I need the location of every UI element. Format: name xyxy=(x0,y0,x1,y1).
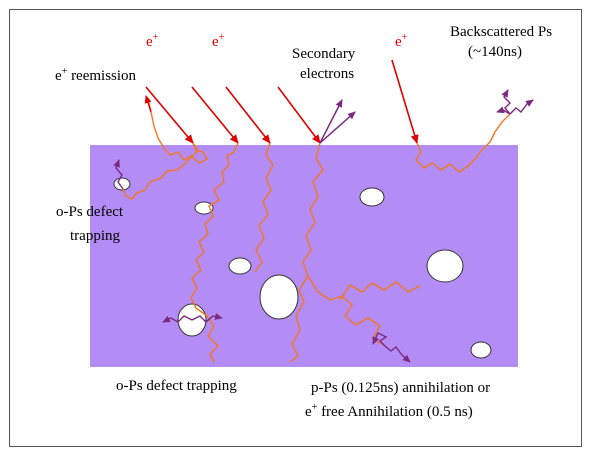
svg-text:e+: e+ xyxy=(395,32,408,50)
positron-track xyxy=(254,142,274,273)
photon-wave xyxy=(191,313,223,323)
incident-arrow xyxy=(277,86,321,144)
svg-text:e+: e+ xyxy=(212,32,225,50)
positron-track xyxy=(415,113,511,173)
ops-defect-label-2: trapping xyxy=(70,228,120,244)
pps-annihilation-label: p-Ps (0.125ns) annihilation or xyxy=(311,380,490,396)
secondary-electrons-label-1: Secondary xyxy=(292,46,356,62)
secondary-electrons xyxy=(319,99,356,144)
incident-positron-arrows xyxy=(145,59,419,144)
svg-text:e+: e+ xyxy=(146,32,159,50)
photon-wave xyxy=(113,159,124,190)
incident-arrow xyxy=(191,86,239,144)
ops-defect-bottom-label: o-Ps defect trapping xyxy=(116,378,237,394)
pores xyxy=(113,177,492,359)
positron-track xyxy=(307,275,386,347)
positron-track xyxy=(190,142,239,309)
incident-positron-label: e+ xyxy=(146,32,159,50)
positron-tracks xyxy=(122,97,511,363)
positron-track xyxy=(339,281,421,301)
photon-wave xyxy=(162,315,193,323)
positron-track xyxy=(289,142,324,363)
pore xyxy=(426,249,464,283)
annihilation-photons xyxy=(113,89,534,363)
incident-arrow xyxy=(391,59,419,144)
incident-arrow xyxy=(145,86,194,144)
ops-defect-label-1: o-Ps defect xyxy=(56,204,124,220)
reemission-track xyxy=(147,97,208,164)
pore xyxy=(259,274,299,320)
pore xyxy=(470,341,492,359)
defect-track-left xyxy=(122,142,199,200)
pore xyxy=(359,187,385,207)
positron-track xyxy=(195,307,219,363)
free-annihilation-label: e+ free Annihilation (0.5 ns) xyxy=(305,402,473,420)
secondary-electron-arrow xyxy=(319,111,356,144)
photon-wave xyxy=(509,99,534,115)
pore xyxy=(194,201,214,215)
photon-wave xyxy=(501,89,511,115)
backscattered-label-2: (~140ns) xyxy=(468,44,522,60)
photon-wave xyxy=(384,345,411,363)
reemission-label: e+ reemission xyxy=(55,66,137,84)
reemission-arrow xyxy=(144,95,152,113)
secondary-electron-arrow xyxy=(319,99,343,144)
pore xyxy=(228,257,252,275)
photon-wave xyxy=(372,332,388,347)
incident-positron-label: e+ xyxy=(395,32,408,50)
secondary-electrons-label-2: electrons xyxy=(300,66,354,82)
incident-arrow xyxy=(225,86,271,144)
incident-positron-label: e+ xyxy=(212,32,225,50)
backscattered-label-1: Backscattered Ps xyxy=(450,24,552,40)
photon-wave xyxy=(496,106,511,115)
